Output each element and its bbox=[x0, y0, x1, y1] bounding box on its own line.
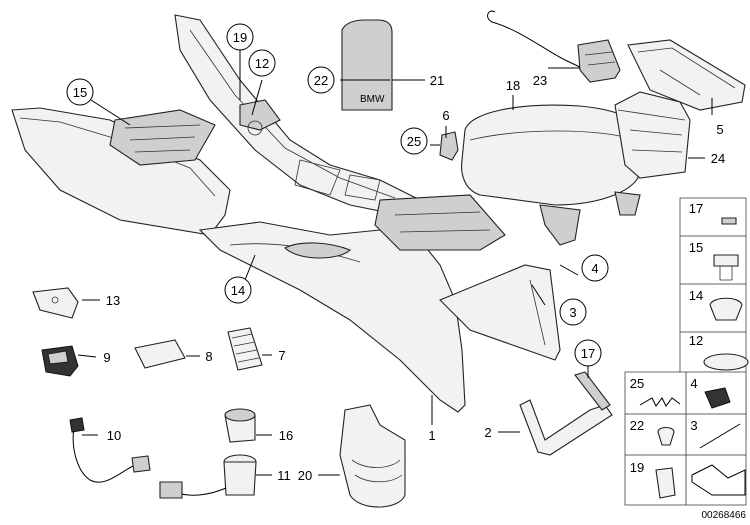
callout-3: 3 bbox=[569, 305, 576, 320]
cup-holder-part bbox=[339, 404, 406, 508]
clip-6-part bbox=[439, 131, 459, 161]
callout-15: 15 bbox=[73, 85, 87, 100]
callout-17: 17 bbox=[581, 346, 595, 361]
grille-7-part bbox=[227, 327, 263, 371]
callout-5: 5 bbox=[716, 122, 723, 137]
callout-19-ring bbox=[226, 23, 254, 51]
storage-box-part bbox=[614, 91, 691, 179]
callout-23: 23 bbox=[533, 73, 547, 88]
spring-25-icon bbox=[639, 397, 681, 407]
callout-8: 8 bbox=[205, 349, 212, 364]
cable-part bbox=[487, 10, 621, 83]
callout-labels: 15 19 12 22 21 18 23 6 25 5 24 4 3 14 13… bbox=[66, 23, 725, 483]
push-rivet-22-icon bbox=[657, 426, 675, 446]
callout-13: 13 bbox=[106, 293, 120, 308]
fastener-legend bbox=[624, 197, 749, 506]
cover-8-part bbox=[134, 339, 186, 369]
callout-24: 24 bbox=[711, 151, 725, 166]
legend-17: 17 bbox=[689, 201, 703, 216]
armrest-part bbox=[461, 104, 641, 246]
callout-14-ring bbox=[224, 276, 252, 304]
bracket-13-part bbox=[32, 287, 79, 319]
legend-lower-frame bbox=[624, 371, 747, 506]
legend-3: 3 bbox=[690, 418, 697, 433]
callout-22-ring bbox=[307, 66, 335, 94]
document-id: 00268466 bbox=[702, 510, 747, 521]
hand-arrow-icon bbox=[691, 464, 746, 496]
callout-4-ring bbox=[581, 254, 609, 282]
callout-6: 6 bbox=[442, 108, 449, 123]
bolt-15-icon bbox=[713, 254, 739, 267]
leader-lines bbox=[77, 48, 713, 476]
legend-14: 14 bbox=[689, 288, 703, 303]
center-console-part bbox=[11, 14, 561, 413]
socket-11-part bbox=[159, 454, 257, 499]
badge-cover-part: BMW bbox=[341, 19, 393, 111]
clip-19-icon bbox=[655, 467, 676, 499]
callout-15-ring bbox=[66, 78, 94, 106]
expanding-nut-14-icon bbox=[709, 297, 743, 321]
legend-12: 12 bbox=[689, 333, 703, 348]
legend-25: 25 bbox=[630, 376, 644, 391]
badge-text: BMW bbox=[360, 94, 385, 105]
clip-4-icon bbox=[704, 387, 731, 409]
legend-4: 4 bbox=[690, 376, 697, 391]
storage-tray-part bbox=[627, 39, 746, 111]
legend-labels: 17 15 14 12 25 4 22 3 19 bbox=[630, 201, 703, 475]
screw-17-icon bbox=[721, 217, 737, 225]
legend-19: 19 bbox=[630, 460, 644, 475]
socket-16-part bbox=[224, 408, 256, 443]
switch-9-part bbox=[41, 345, 79, 377]
callout-16: 16 bbox=[279, 428, 293, 443]
legend-22: 22 bbox=[630, 418, 644, 433]
callout-9: 9 bbox=[103, 350, 110, 365]
callout-7: 7 bbox=[278, 348, 285, 363]
cable-10-part bbox=[69, 417, 151, 483]
callout-25-ring bbox=[400, 127, 428, 155]
callout-25: 25 bbox=[407, 134, 421, 149]
pin-3-icon bbox=[699, 423, 741, 449]
callout-12-ring bbox=[248, 49, 276, 77]
round-cap-12-icon bbox=[703, 353, 749, 371]
callout-14: 14 bbox=[231, 283, 245, 298]
callout-4: 4 bbox=[591, 261, 598, 276]
callout-21: 21 bbox=[430, 73, 444, 88]
callout-3-ring bbox=[559, 298, 587, 326]
callout-2: 2 bbox=[484, 425, 491, 440]
callout-19: 19 bbox=[233, 30, 247, 45]
bracket-2-part bbox=[519, 371, 613, 456]
callout-18: 18 bbox=[506, 78, 520, 93]
callout-1: 1 bbox=[428, 428, 435, 443]
legend-15: 15 bbox=[689, 240, 703, 255]
callout-17-ring bbox=[574, 339, 602, 367]
callout-20: 20 bbox=[298, 468, 312, 483]
callout-10: 10 bbox=[107, 428, 121, 443]
callout-11: 11 bbox=[277, 468, 291, 483]
callout-22: 22 bbox=[314, 73, 328, 88]
callout-12: 12 bbox=[255, 56, 269, 71]
